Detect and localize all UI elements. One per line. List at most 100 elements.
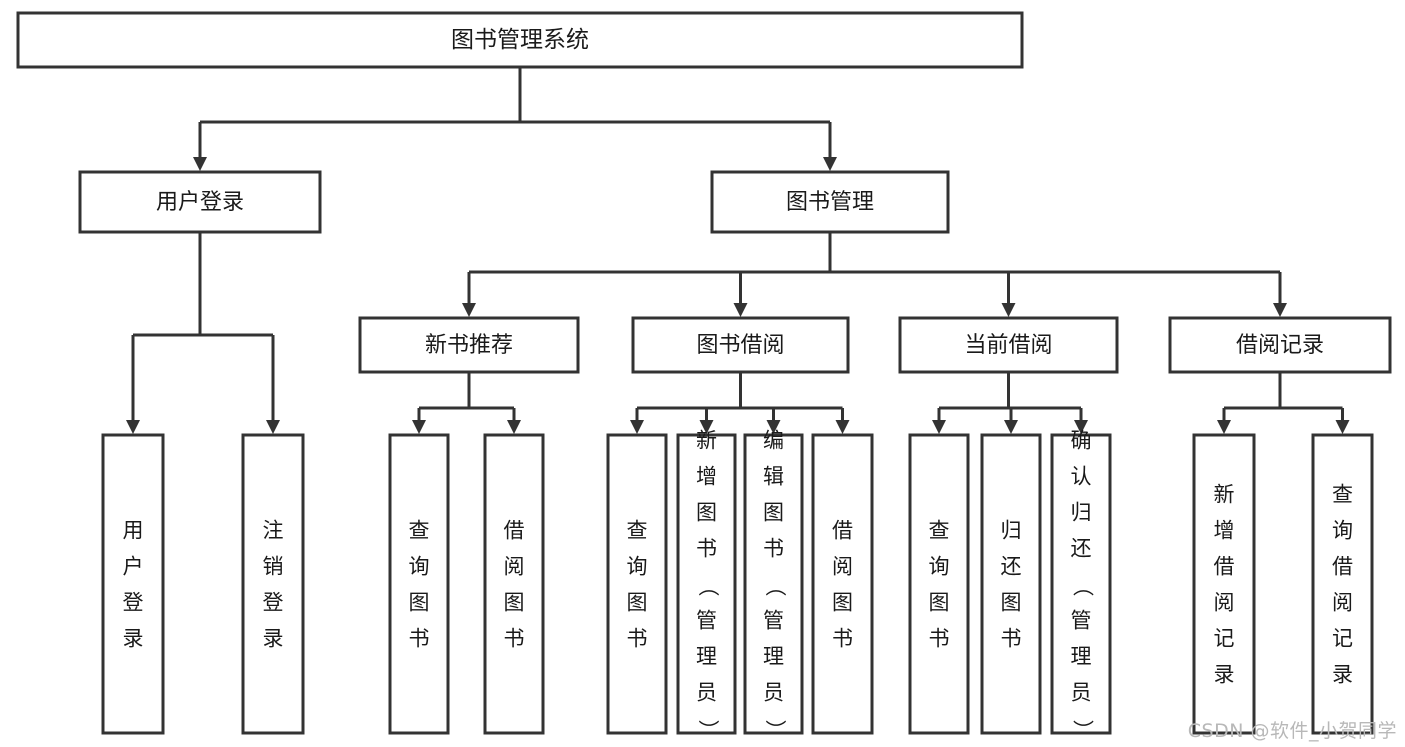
connector-group: [630, 372, 850, 434]
node-label-char: 管: [763, 610, 784, 633]
diagram-node-current[interactable]: 当前借阅: [898, 316, 1119, 374]
diagram-node-bookmgmt[interactable]: 图书管理: [710, 170, 950, 234]
node-label-char: 阅: [504, 556, 525, 579]
node-box[interactable]: [743, 433, 804, 735]
arrow-head-icon: [507, 420, 521, 434]
node-label-char: 书: [504, 628, 525, 651]
arrow-head-icon: [193, 157, 207, 171]
node-label-char: 询: [627, 556, 648, 579]
arrow-head-icon: [835, 420, 850, 434]
node-box[interactable]: [483, 433, 545, 735]
node-label: 新书推荐: [425, 332, 513, 357]
node-label-char: 理: [696, 646, 717, 669]
node-label-char: （: [763, 576, 786, 597]
node-label-char: 书: [929, 628, 950, 651]
node-label-char: 理: [763, 646, 784, 669]
node-box[interactable]: [241, 433, 305, 735]
node-label-char: 员: [1071, 682, 1092, 705]
node-label-char: ）: [763, 720, 786, 741]
node-box[interactable]: [1050, 433, 1112, 735]
node-box[interactable]: [631, 316, 850, 374]
node-label-char: 书: [1001, 628, 1022, 651]
node-label-char: 录: [263, 628, 284, 651]
node-label-char: 查: [1332, 484, 1353, 507]
node-label-char: 图: [832, 592, 853, 615]
diagram-node-borrow[interactable]: 图书借阅: [631, 316, 850, 374]
node-label-char: 还: [1001, 556, 1022, 579]
node-label-char: 登: [263, 592, 284, 615]
node-label-char: ）: [1070, 720, 1093, 741]
node-box[interactable]: [16, 11, 1024, 69]
node-label-char: 查: [409, 520, 430, 543]
node-label-char: 阅: [1332, 592, 1353, 615]
node-label-char: 增: [1214, 520, 1235, 543]
node-box[interactable]: [1192, 433, 1256, 735]
node-label-char: 借: [1332, 556, 1353, 579]
node-label-char: 图: [929, 592, 950, 615]
node-label: 图书管理: [786, 189, 874, 214]
node-box[interactable]: [388, 433, 450, 735]
node-label-char: 借: [504, 520, 525, 543]
arrow-head-icon: [462, 303, 476, 317]
node-label-char: 查: [929, 520, 950, 543]
node-box[interactable]: [908, 433, 970, 735]
node-label-char: 书: [832, 628, 853, 651]
arrow-head-icon: [766, 420, 781, 434]
node-label-char: 确: [1071, 430, 1092, 453]
node-box[interactable]: [980, 433, 1042, 735]
node-label-char: 书: [763, 538, 784, 561]
node-label-char: 管: [696, 610, 717, 633]
diagram-node-root[interactable]: 图书管理系统: [16, 11, 1024, 69]
connector-group: [932, 372, 1088, 434]
node-label-char: 询: [929, 556, 950, 579]
connector-group: [462, 232, 1287, 317]
node-box[interactable]: [78, 170, 322, 234]
connector-edges: [126, 67, 1350, 434]
diagram-node-records[interactable]: 借阅记录: [1168, 316, 1392, 374]
node-label-char: 书: [696, 538, 717, 561]
arrow-head-icon: [630, 420, 644, 434]
node-label-char: （: [696, 576, 719, 597]
node-box[interactable]: [676, 433, 737, 735]
node-label-char: 录: [123, 628, 144, 651]
node-label-char: 销: [263, 556, 284, 579]
diagram-node-newbook[interactable]: 新书推荐: [358, 316, 580, 374]
arrow-head-icon: [266, 420, 280, 434]
diagram-node-login[interactable]: 用户登录: [78, 170, 322, 234]
node-box[interactable]: [358, 316, 580, 374]
node-label: 借阅记录: [1236, 332, 1324, 357]
node-label-char: 管: [1071, 610, 1092, 633]
node-label-char: 录: [1214, 664, 1235, 687]
node-label-char: 新: [696, 430, 717, 453]
node-label-char: 用: [123, 520, 144, 543]
arrow-head-icon: [126, 420, 140, 434]
connector-group: [193, 67, 837, 171]
node-box[interactable]: [898, 316, 1119, 374]
node-box[interactable]: [606, 433, 668, 735]
node-label: 图书管理系统: [451, 26, 589, 52]
node-box[interactable]: [101, 433, 165, 735]
node-label-char: 理: [1071, 646, 1092, 669]
node-box[interactable]: [710, 170, 950, 234]
node-label-char: 书: [409, 628, 430, 651]
arrow-head-icon: [1001, 303, 1016, 317]
node-label-char: 编: [763, 430, 784, 453]
node-label-char: 户: [123, 556, 144, 579]
node-box[interactable]: [1311, 433, 1374, 735]
node-box[interactable]: [1168, 316, 1392, 374]
node-box[interactable]: [811, 433, 874, 735]
diagram-node-leaf1[interactable]: 用户登录: [101, 433, 165, 735]
node-label-char: 询: [409, 556, 430, 579]
